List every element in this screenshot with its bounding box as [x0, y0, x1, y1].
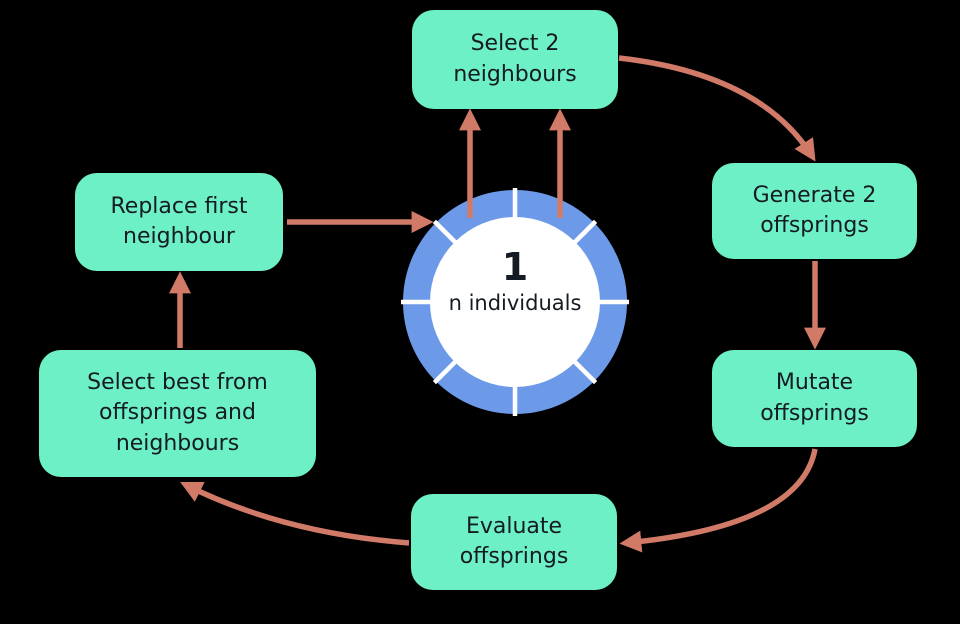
arrow-select-to-generate [618, 55, 816, 162]
node-label: Select 2 neighbours [453, 31, 577, 87]
population-sublabel: n individuals [448, 291, 582, 315]
node-mutate-offsprings: Mutate offsprings [712, 350, 917, 447]
population-number: 1 [501, 245, 529, 289]
node-select-best-from-offsprings: Select best from offsprings and neighbou… [39, 350, 316, 477]
population-ring [401, 188, 629, 416]
node-select-2-neighbours: Select 2 neighbours [412, 10, 618, 109]
node-generate-2-offsprings: Generate 2 offsprings [712, 163, 917, 259]
node-label: Replace first neighbour [110, 193, 248, 249]
arrow-evaluate-to-selectbest [180, 482, 410, 546]
population-center-label: 1 n individuals [403, 248, 627, 315]
node-replace-first-neighbour: Replace first neighbour [75, 173, 283, 271]
ring-segment-dividers [401, 188, 629, 416]
node-label: Select best from offsprings and neighbou… [87, 369, 268, 456]
node-label: Evaluate offsprings [459, 513, 569, 569]
arrow-mutate-to-evaluate [619, 448, 818, 553]
node-label: Mutate offsprings [760, 370, 869, 426]
ring-inner-circle [430, 217, 600, 387]
node-label: Generate 2 offsprings [752, 182, 877, 238]
node-evaluate-offsprings: Evaluate offsprings [411, 494, 617, 590]
